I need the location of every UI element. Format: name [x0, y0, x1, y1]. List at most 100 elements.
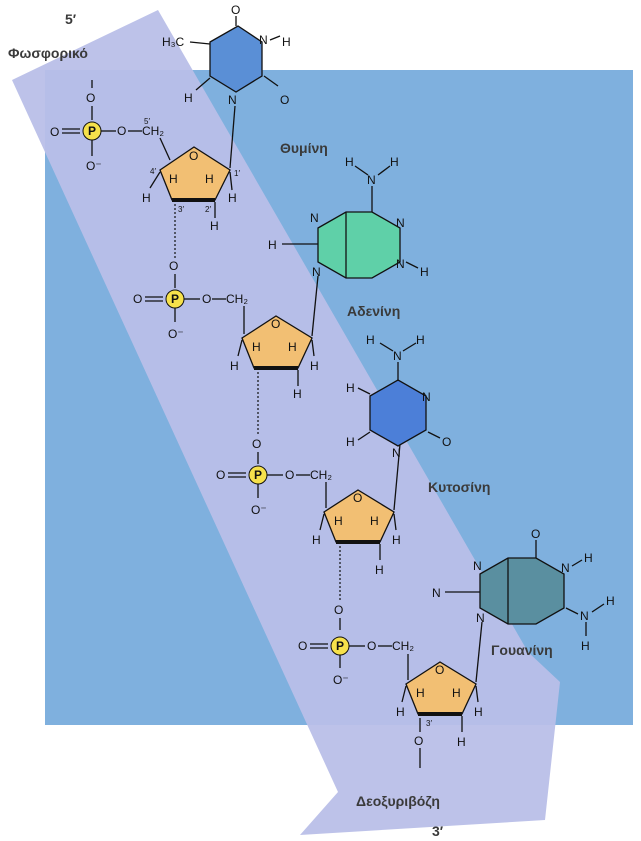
deoxyribose-label: Δεοξυριβόζη	[356, 793, 440, 809]
cytosine-label: Κυτοσίνη	[428, 479, 490, 495]
atom-symbol: 2′	[205, 205, 211, 214]
atom-symbol: P	[88, 124, 96, 138]
atom-symbol: H	[581, 639, 590, 653]
atom-symbol: N	[580, 609, 589, 623]
atom-symbol: H	[282, 35, 291, 49]
bond-line	[402, 342, 417, 352]
atom-symbol: H	[205, 172, 214, 186]
atom-symbol: O	[133, 292, 142, 306]
atom-symbol: O	[189, 149, 198, 163]
atom-symbol: O⁻	[86, 159, 102, 173]
atom-symbol: H	[334, 514, 343, 528]
adenine-label: Αδενίνη	[347, 303, 400, 319]
atom-symbol: P	[336, 639, 344, 653]
atom-symbol: CH₂	[392, 639, 414, 653]
atom-symbol: N	[422, 390, 431, 404]
atom-symbol: O	[271, 317, 280, 331]
atom-symbol: O	[231, 3, 240, 17]
bond-line	[229, 171, 233, 191]
atom-symbol: H	[392, 533, 401, 547]
atom-symbol: H	[416, 686, 425, 700]
atom-symbol: H	[375, 563, 384, 577]
atom-symbol: H	[416, 333, 425, 347]
deoxyribose-ring	[241, 315, 313, 369]
atom-symbol: O	[414, 734, 423, 748]
atom-symbol: CH₂	[310, 468, 332, 482]
atom-symbol: CH₂	[142, 124, 164, 138]
atom-symbol: O	[169, 259, 178, 273]
atom-symbol: O	[367, 639, 376, 653]
atom-symbol: H	[310, 359, 319, 373]
atom-symbol: O	[298, 639, 307, 653]
atom-symbol: N	[561, 561, 570, 575]
atom-symbol: H	[252, 340, 261, 354]
bond-line	[311, 275, 319, 337]
guanine-label: Γουανίνη	[491, 642, 553, 658]
atom-symbol: H	[584, 551, 593, 565]
bond-line	[357, 387, 371, 395]
atom-symbol: H	[396, 705, 405, 719]
deoxyribose-ring	[159, 146, 231, 201]
guanine-ring	[479, 557, 565, 625]
adenine-ring	[317, 211, 401, 279]
bond-line	[159, 137, 171, 161]
atom-symbol: N	[393, 349, 402, 363]
bond-line	[401, 685, 407, 703]
atom-symbol: H	[370, 514, 379, 528]
thymine-label: Θυμίνη	[280, 140, 328, 156]
bond-line	[237, 339, 243, 357]
bond-line	[354, 165, 369, 176]
bond-line	[189, 41, 211, 45]
atom-symbol: 3′	[426, 719, 432, 728]
atom-symbol: N	[392, 446, 401, 460]
thymine-ring	[209, 25, 263, 93]
atom-symbol: O	[280, 93, 289, 107]
atom-symbol: H	[142, 191, 151, 205]
atom-symbol: P	[171, 292, 179, 306]
atom-symbol: O	[353, 491, 362, 505]
atom-symbol: N	[476, 611, 485, 625]
five-prime-label: 5′	[65, 11, 77, 27]
atom-symbol: O⁻	[168, 327, 184, 341]
atom-symbol: H	[452, 686, 461, 700]
bond-line	[357, 431, 371, 441]
bond-line	[311, 339, 315, 357]
atom-symbol: O	[285, 468, 294, 482]
atom-symbol: H	[312, 533, 321, 547]
nucleotide-2: O O P O O⁻ CH₂ O H H H H H N N N N H	[133, 155, 429, 401]
atom-symbol: H	[293, 387, 302, 401]
atom-symbol: N	[473, 559, 482, 573]
atom-symbol: H	[606, 594, 615, 608]
atom-symbol: H	[169, 172, 178, 186]
atom-symbol: H	[210, 219, 219, 233]
atom-symbol: H	[474, 705, 483, 719]
atom-symbol: O	[86, 91, 95, 105]
atom-symbol: N	[310, 211, 319, 225]
atom-symbol: O	[442, 435, 451, 449]
atom-symbol: O	[435, 663, 444, 677]
atom-symbol: H	[184, 91, 193, 105]
atom-symbol: H	[228, 191, 237, 205]
atom-symbol: H	[457, 735, 466, 749]
atom-symbol: H	[288, 340, 297, 354]
strand-direction-arrow	[12, 10, 560, 835]
atom-symbol: H	[268, 238, 277, 252]
atom-symbol: O	[216, 468, 225, 482]
bond-line	[195, 77, 211, 91]
deoxyribose-ring	[405, 661, 477, 715]
atom-symbol: O⁻	[251, 503, 267, 517]
atom-symbol: O	[50, 125, 59, 139]
bond-line	[379, 342, 394, 352]
atom-symbol: H	[420, 265, 429, 279]
atom-symbol: O	[334, 603, 343, 617]
bond-line	[263, 75, 279, 87]
atom-symbol: N	[432, 586, 441, 600]
atom-symbol: H	[345, 155, 354, 169]
atom-symbol: N	[259, 33, 268, 47]
atom-symbol: N	[367, 173, 376, 187]
atom-symbol: 3′	[178, 205, 184, 214]
atom-symbol: 5′	[144, 117, 150, 126]
nucleotide-1: O O P O O⁻ 5′ CH₂ O H H 4′ 1′ 3′ 2′ H H …	[50, 3, 328, 233]
bond-line	[229, 105, 236, 169]
